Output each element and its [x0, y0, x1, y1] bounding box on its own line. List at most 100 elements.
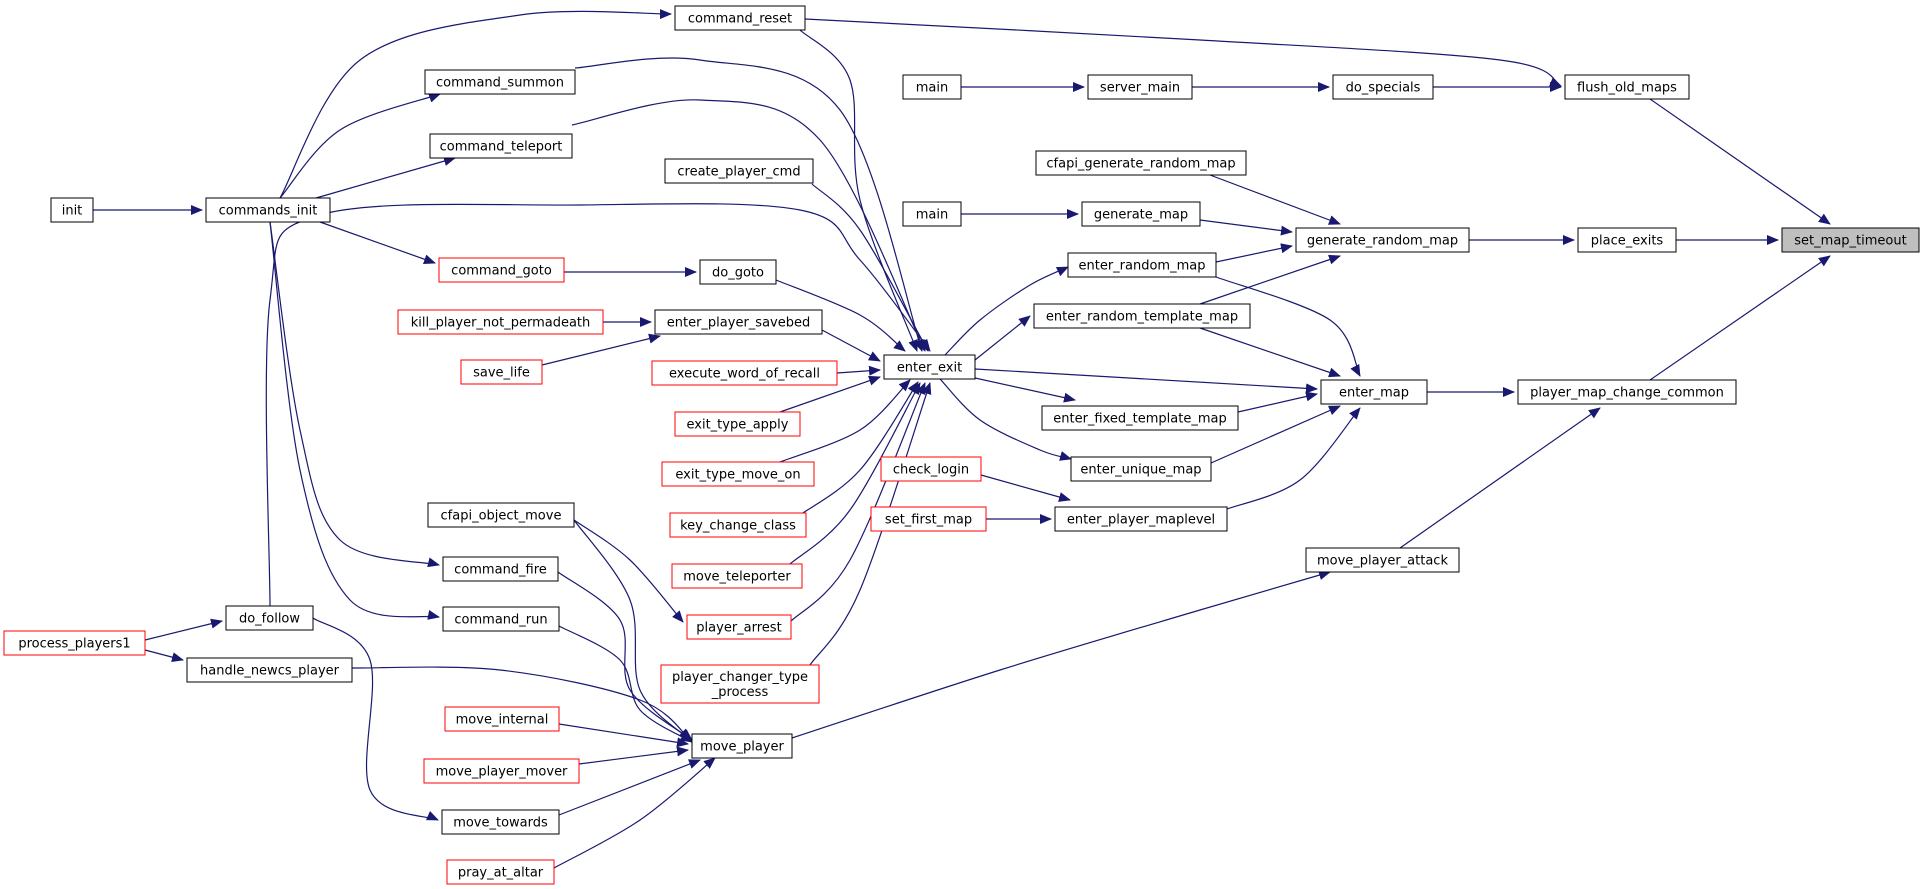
node-enter_exit[interactable]: enter_exit — [883, 354, 976, 380]
node-command_run[interactable]: command_run — [442, 606, 560, 632]
node-move_internal[interactable]: move_internal — [444, 706, 560, 732]
node-box-flush_old_maps — [1564, 74, 1690, 100]
node-set_first_map[interactable]: set_first_map — [870, 506, 987, 532]
edge-player_map_change_common-to-set_map_timeout — [1649, 255, 1831, 381]
node-label-pray_at_altar: pray_at_altar — [458, 866, 544, 881]
edge-enter_exit-to-enter_fixed_template_map — [974, 377, 1076, 403]
node-enter_player_savebed[interactable]: enter_player_savebed — [654, 309, 823, 335]
node-init[interactable]: init — [50, 197, 94, 223]
edge-generate_map-to-generate_random_map — [1199, 219, 1293, 236]
node-exit_type_apply[interactable]: exit_type_apply — [674, 411, 801, 437]
node-cfapi_object_move[interactable]: cfapi_object_move — [427, 502, 575, 528]
node-check_login[interactable]: check_login — [880, 456, 982, 482]
node-cfapi_generate_random_map[interactable]: cfapi_generate_random_map — [1035, 150, 1247, 176]
node-label-command_fire: command_fire — [454, 563, 547, 578]
node-label-enter_player_savebed: enter_player_savebed — [667, 316, 810, 331]
edge-commands_init-to-command_goto — [319, 221, 436, 265]
node-box-command_run — [442, 606, 560, 632]
edge-move_player_mover-to-move_player — [578, 746, 689, 765]
edge-player_changer_type_process-to-enter_exit — [809, 382, 932, 666]
node-label-set_map_timeout: set_map_timeout — [1794, 234, 1906, 249]
node-do_goto[interactable]: do_goto — [699, 259, 777, 285]
edge-process_players1-to-do_follow — [144, 618, 223, 641]
edge-process_players1-to-handle_newcs_player — [144, 649, 184, 663]
edge-exit_type_apply-to-enter_exit — [779, 375, 881, 413]
node-label-move_player_mover: move_player_mover — [436, 765, 568, 780]
node-enter_fixed_template_map[interactable]: enter_fixed_template_map — [1041, 405, 1239, 431]
node-label-place_exits: place_exits — [1591, 234, 1664, 249]
node-player_changer_type_process[interactable]: player_changer_type_process — [660, 664, 820, 704]
node-generate_map[interactable]: generate_map — [1081, 201, 1201, 227]
node-box-command_reset — [674, 5, 806, 31]
node-move_player[interactable]: move_player — [691, 733, 793, 759]
node-process_players1[interactable]: process_players1 — [3, 630, 146, 656]
node-box-do_follow — [225, 605, 314, 631]
node-box-move_player — [691, 733, 793, 759]
edge-commands_init-to-command_fire — [269, 221, 440, 568]
node-save_life[interactable]: save_life — [460, 359, 543, 385]
node-handle_newcs_player[interactable]: handle_newcs_player — [186, 657, 353, 683]
node-command_fire[interactable]: command_fire — [442, 556, 559, 582]
node-label-cfapi_object_move: cfapi_object_move — [441, 509, 562, 524]
node-box-enter_player_savebed — [654, 309, 823, 335]
node-label-move_teleporter: move_teleporter — [683, 570, 791, 585]
node-pray_at_altar[interactable]: pray_at_altar — [446, 859, 555, 885]
node-move_towards[interactable]: move_towards — [441, 809, 560, 835]
node-exit_type_move_on[interactable]: exit_type_move_on — [661, 461, 815, 487]
node-do_follow[interactable]: do_follow — [225, 605, 314, 631]
node-do_specials[interactable]: do_specials — [1332, 74, 1434, 100]
node-box-commands_init — [205, 197, 331, 223]
node-label-command_goto: command_goto — [451, 264, 552, 279]
node-label-line-player_changer_type_process-1: _process — [711, 685, 769, 700]
node-main_a[interactable]: main — [902, 74, 962, 100]
edge-move_internal-to-move_player — [558, 723, 689, 748]
node-move_player_mover[interactable]: move_player_mover — [423, 758, 580, 784]
node-box-enter_random_template_map — [1033, 303, 1251, 329]
node-box-execute_word_of_recall — [651, 360, 838, 386]
node-execute_word_of_recall[interactable]: execute_word_of_recall — [651, 360, 838, 386]
edge-execute_word_of_recall-to-enter_exit — [836, 365, 881, 376]
node-server_main[interactable]: server_main — [1087, 74, 1193, 100]
node-label-generate_random_map: generate_random_map — [1307, 234, 1458, 249]
edge-move_player_attack-to-player_map_change_common — [1399, 407, 1601, 549]
node-player_arrest[interactable]: player_arrest — [686, 614, 792, 640]
node-label-do_follow: do_follow — [239, 612, 300, 627]
node-label-flush_old_maps: flush_old_maps — [1577, 81, 1677, 96]
edge-enter_exit-to-enter_random_template_map — [974, 315, 1031, 361]
node-label-execute_word_of_recall: execute_word_of_recall — [669, 367, 820, 382]
node-command_reset[interactable]: command_reset — [674, 5, 806, 31]
node-box-move_teleporter — [671, 563, 803, 589]
node-generate_random_map[interactable]: generate_random_map — [1295, 227, 1470, 253]
node-commands_init[interactable]: commands_init — [205, 197, 331, 223]
node-box-cfapi_generate_random_map — [1035, 150, 1247, 176]
edge-commands_init-to-command_teleport — [315, 156, 456, 199]
node-box-kill_player_not_permadeath — [397, 309, 604, 335]
node-kill_player_not_permadeath[interactable]: kill_player_not_permadeath — [397, 309, 604, 335]
node-enter_map[interactable]: enter_map — [1320, 379, 1428, 405]
edge-check_login-to-enter_player_maplevel — [980, 474, 1071, 502]
node-enter_random_map[interactable]: enter_random_map — [1067, 252, 1217, 278]
node-command_goto[interactable]: command_goto — [438, 257, 565, 283]
node-create_player_cmd[interactable]: create_player_cmd — [664, 158, 814, 184]
node-place_exits[interactable]: place_exits — [1577, 227, 1677, 253]
edge-command_fire-to-move_player — [557, 571, 693, 741]
node-box-do_goto — [699, 259, 777, 285]
edge-cfapi_generate_random_map-to-generate_random_map — [1209, 174, 1341, 225]
edge-enter_unique_map-to-enter_map — [1210, 405, 1341, 464]
node-main_b[interactable]: main — [902, 201, 962, 227]
node-key_change_class[interactable]: key_change_class — [669, 512, 807, 538]
node-move_player_attack[interactable]: move_player_attack — [1305, 547, 1460, 573]
node-enter_random_template_map[interactable]: enter_random_template_map — [1033, 303, 1251, 329]
node-move_teleporter[interactable]: move_teleporter — [671, 563, 803, 589]
node-flush_old_maps[interactable]: flush_old_maps — [1564, 74, 1690, 100]
node-command_summon[interactable]: command_summon — [424, 69, 576, 95]
node-label-enter_exit: enter_exit — [897, 361, 962, 376]
node-enter_player_maplevel[interactable]: enter_player_maplevel — [1054, 506, 1228, 532]
node-player_map_change_common[interactable]: player_map_change_common — [1517, 379, 1737, 405]
node-set_map_timeout[interactable]: set_map_timeout — [1781, 227, 1920, 253]
node-command_teleport[interactable]: command_teleport — [429, 133, 573, 159]
node-box-check_login — [880, 456, 982, 482]
edge-player_arrest-to-enter_exit — [789, 382, 926, 623]
node-enter_unique_map[interactable]: enter_unique_map — [1070, 456, 1212, 482]
